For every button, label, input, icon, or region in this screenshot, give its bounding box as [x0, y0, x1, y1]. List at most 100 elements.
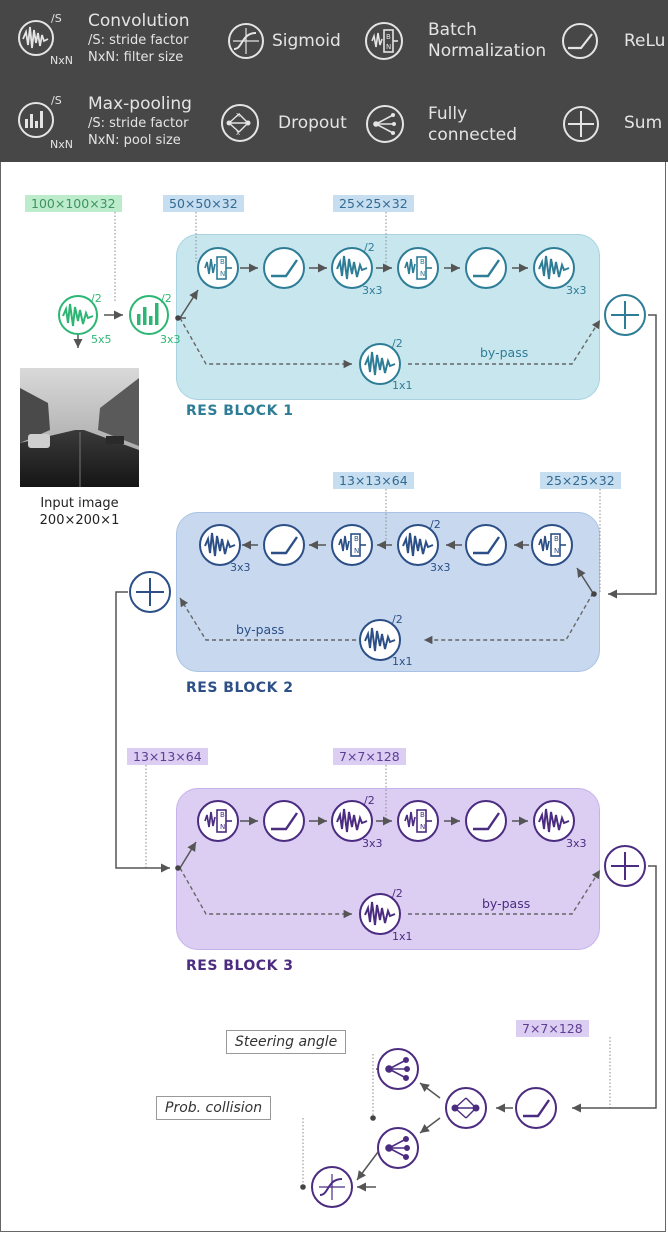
- legend-fc-line1: Fully: [428, 104, 468, 124]
- collision-sigmoid: [311, 1166, 353, 1208]
- res-block-3-nodes: [197, 800, 646, 935]
- sum-node-1: [604, 294, 646, 336]
- block3-conv1-stride: /2: [364, 794, 375, 807]
- dim-tag-block1-out: 25×25×32: [540, 472, 621, 489]
- block3-batch-norm-1: [197, 800, 239, 842]
- legend-batch-line2: Normalization: [428, 41, 547, 61]
- input-conv-node: /2 5x5: [58, 292, 112, 346]
- legend-conv-line1: /S: stride factor: [88, 33, 189, 48]
- legend-conv-title: Convolution: [88, 11, 190, 31]
- svg-text:N: N: [220, 823, 225, 831]
- svg-text:B: B: [386, 33, 391, 41]
- res-block-1-label: RES BLOCK 1: [186, 403, 294, 419]
- dropout-icon: x x: [221, 104, 259, 142]
- svg-text:N: N: [220, 270, 225, 278]
- block1-relu-2: [465, 247, 507, 289]
- block1-conv-1: [331, 247, 373, 289]
- svg-text:B: B: [220, 258, 225, 266]
- svg-text:B: B: [220, 811, 225, 819]
- conv-icon-stride: /S: [51, 12, 62, 25]
- pool-icon-stride: /S: [51, 94, 62, 107]
- block1-conv1-size: 3x3: [362, 284, 383, 297]
- svg-text:B: B: [554, 535, 559, 543]
- res-block-3-label: RES BLOCK 3: [186, 958, 294, 974]
- dim-tag-input-conv: 100×100×32: [25, 195, 122, 212]
- svg-text:N: N: [354, 547, 359, 555]
- dim-tag-block3-mid: 7×7×128: [333, 748, 406, 765]
- dim-tag-block3-out: 7×7×128: [516, 1020, 589, 1037]
- legend-pool-line2: NxN: pool size: [88, 133, 181, 148]
- block2-bypass-label: by-pass: [236, 622, 284, 637]
- block1-conv-2: [533, 247, 575, 289]
- block2-conv1-size: 3x3: [430, 561, 451, 574]
- block2-bypass-conv: [359, 619, 401, 661]
- input-pool-size: 3x3: [160, 333, 181, 346]
- block1-batch-norm-1: [197, 247, 239, 289]
- legend-pool-line1: /S: stride factor: [88, 116, 189, 131]
- head-relu: [515, 1087, 557, 1129]
- block1-bypass-size: 1x1: [392, 379, 413, 392]
- legend-dropout: Dropout: [278, 113, 347, 133]
- input-pool-node: /2 3x3: [129, 292, 181, 346]
- pool-icon-size: NxN: [50, 138, 73, 151]
- batch-norm-icon: B N: [365, 22, 403, 60]
- legend-panel: /S NxN Convolution /S: stride factor NxN…: [0, 0, 668, 162]
- block3-relu-1: [263, 800, 305, 842]
- block3-conv-1: [331, 800, 373, 842]
- legend-sigmoid: Sigmoid: [272, 31, 341, 51]
- svg-text:N: N: [554, 547, 559, 555]
- prob-collision-label: Prob. collision: [156, 1096, 272, 1120]
- legend-conv-line2: NxN: filter size: [88, 50, 184, 65]
- convolution-icon: /S NxN: [18, 12, 73, 66]
- block3-bypass-size: 1x1: [392, 930, 413, 943]
- block3-relu-2: [465, 800, 507, 842]
- sigmoid-icon: [228, 23, 264, 59]
- sum-node-3: [604, 845, 646, 887]
- svg-text:N: N: [420, 270, 425, 278]
- legend-relu: ReLu: [624, 31, 666, 51]
- legend-batch-line1: Batch: [428, 20, 477, 40]
- block3-bypass-conv: [359, 893, 401, 935]
- block2-conv-1: [397, 524, 439, 566]
- svg-text:x: x: [236, 111, 240, 119]
- block1-conv2-size: 3x3: [566, 284, 587, 297]
- fully-connected-icon: [366, 105, 404, 143]
- svg-text:B: B: [420, 811, 425, 819]
- res-block-2-label: RES BLOCK 2: [186, 680, 294, 696]
- block2-conv2-size: 3x3: [230, 561, 251, 574]
- input-pool-stride: /2: [161, 292, 172, 305]
- block2-bypass-stride: /2: [392, 613, 403, 626]
- dim-tag-block1-mid: 25×25×32: [333, 195, 414, 212]
- sum-icon: [563, 106, 599, 142]
- block2-relu-1: [465, 524, 507, 566]
- block3-conv1-size: 3x3: [362, 837, 383, 850]
- block3-batch-norm-2: [397, 800, 439, 842]
- legend-fc-line2: connected: [428, 125, 518, 145]
- block2-bypass-size: 1x1: [392, 655, 413, 668]
- svg-text:B: B: [420, 258, 425, 266]
- block1-batch-norm-2: [397, 247, 439, 289]
- block2-conv1-stride: /2: [430, 518, 441, 531]
- block3-conv2-size: 3x3: [566, 837, 587, 850]
- block1-bypass-conv: [359, 343, 401, 385]
- block1-relu-1: [263, 247, 305, 289]
- block2-batch-norm-2: [331, 524, 373, 566]
- legend-sum: Sum: [624, 113, 663, 133]
- collision-fc: [377, 1127, 419, 1169]
- block1-bypass-stride: /2: [392, 337, 403, 350]
- steering-fc: [377, 1048, 419, 1090]
- max-pooling-icon: /S NxN: [18, 94, 73, 151]
- dim-tag-block2-out: 13×13×64: [127, 748, 208, 765]
- block2-relu-2: [263, 524, 305, 566]
- input-image: [20, 368, 139, 487]
- input-caption-size: 200×200×1: [39, 513, 120, 528]
- res-block-1-nodes: [197, 247, 646, 385]
- dim-tag-pool-out: 50×50×32: [163, 195, 244, 212]
- block2-batch-norm-1: [531, 524, 573, 566]
- svg-text:x: x: [236, 129, 240, 137]
- svg-text:N: N: [386, 43, 391, 51]
- block1-conv1-stride: /2: [364, 241, 375, 254]
- input-caption-title: Input image: [40, 496, 119, 511]
- block1-bypass-label: by-pass: [480, 345, 528, 360]
